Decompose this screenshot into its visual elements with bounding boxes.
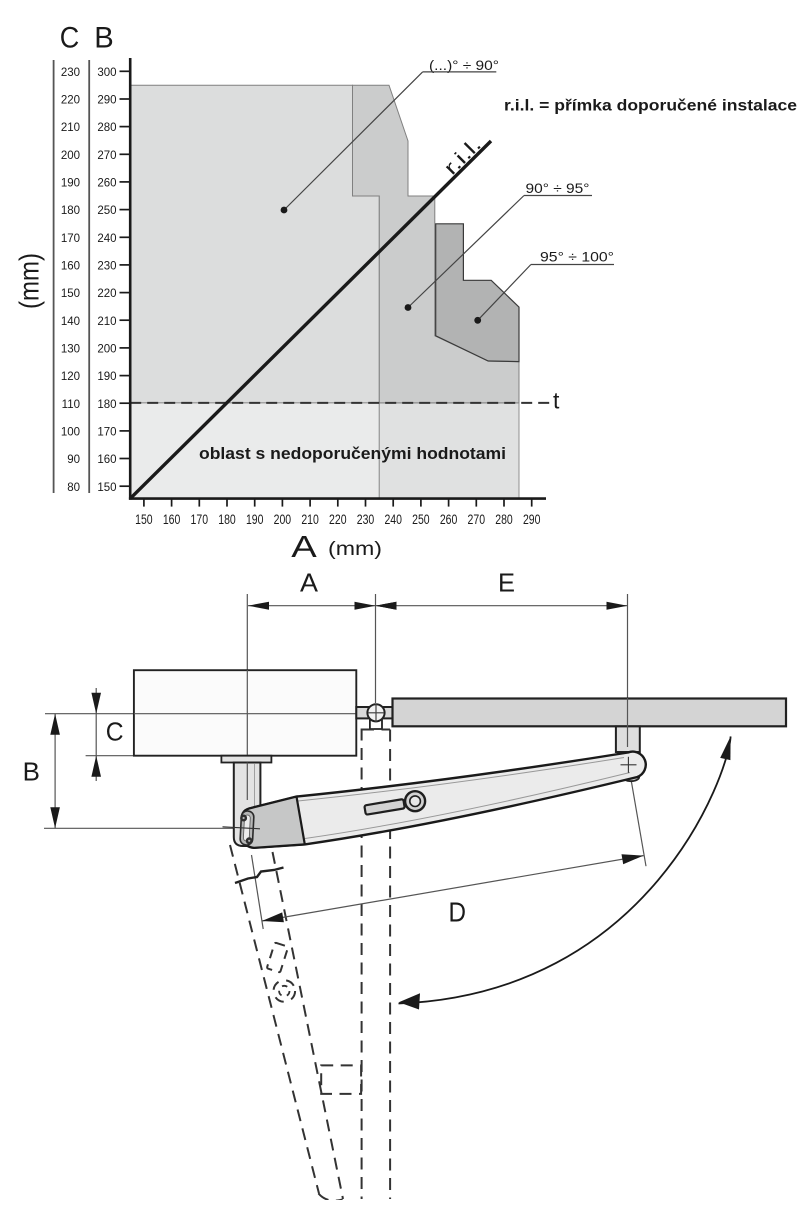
svg-text:oblast s nedoporučenými hodnot: oblast s nedoporučenými hodnotami — [199, 444, 506, 463]
svg-text:170: 170 — [61, 233, 80, 245]
svg-text:290: 290 — [523, 512, 541, 527]
svg-text:280: 280 — [495, 512, 513, 527]
svg-text:230: 230 — [357, 512, 375, 527]
svg-text:210: 210 — [97, 316, 116, 328]
svg-text:(...)° ÷ 90°: (...)° ÷ 90° — [429, 57, 499, 73]
svg-text:270: 270 — [97, 150, 116, 162]
svg-text:(mm): (mm) — [14, 253, 45, 309]
svg-text:280: 280 — [97, 122, 116, 134]
svg-text:130: 130 — [61, 344, 80, 356]
svg-text:200: 200 — [97, 344, 116, 356]
svg-text:150: 150 — [61, 288, 80, 300]
svg-text:t: t — [553, 388, 560, 414]
svg-text:250: 250 — [97, 205, 116, 217]
svg-text:150: 150 — [97, 482, 116, 494]
svg-text:260: 260 — [97, 178, 116, 190]
svg-text:(mm): (mm) — [328, 539, 382, 560]
svg-text:230: 230 — [61, 67, 80, 79]
svg-text:240: 240 — [384, 512, 402, 527]
svg-text:D: D — [448, 897, 466, 928]
svg-text:190: 190 — [61, 178, 80, 190]
svg-text:90° ÷ 95°: 90° ÷ 95° — [526, 180, 590, 196]
svg-text:170: 170 — [97, 427, 116, 439]
svg-text:A: A — [300, 568, 319, 598]
svg-text:110: 110 — [62, 399, 80, 411]
svg-text:160: 160 — [61, 261, 80, 273]
svg-text:270: 270 — [468, 512, 486, 527]
svg-text:B: B — [94, 22, 114, 55]
svg-text:240: 240 — [97, 233, 116, 245]
svg-text:C: C — [60, 22, 80, 55]
svg-text:95° ÷ 100°: 95° ÷ 100° — [540, 249, 614, 265]
svg-text:210: 210 — [301, 512, 319, 527]
svg-text:A: A — [291, 529, 317, 564]
svg-text:180: 180 — [218, 512, 236, 527]
svg-text:230: 230 — [97, 261, 116, 273]
svg-text:220: 220 — [61, 95, 80, 107]
svg-text:220: 220 — [329, 512, 347, 527]
svg-text:160: 160 — [97, 454, 116, 466]
svg-text:180: 180 — [97, 399, 116, 411]
svg-text:r.i.l. = přímka doporučené ins: r.i.l. = přímka doporučené instalace — [504, 98, 797, 115]
svg-text:90: 90 — [67, 454, 80, 466]
svg-text:140: 140 — [61, 316, 80, 328]
svg-text:210: 210 — [61, 122, 80, 134]
svg-text:290: 290 — [97, 95, 116, 107]
svg-text:120: 120 — [61, 371, 80, 383]
svg-text:200: 200 — [61, 150, 80, 162]
svg-text:220: 220 — [97, 288, 116, 300]
svg-text:80: 80 — [67, 482, 80, 494]
svg-text:150: 150 — [135, 512, 153, 527]
svg-text:250: 250 — [412, 512, 430, 527]
svg-text:300: 300 — [97, 67, 116, 79]
svg-text:160: 160 — [163, 512, 181, 527]
svg-text:100: 100 — [61, 427, 80, 439]
svg-text:C: C — [106, 717, 124, 747]
svg-text:E: E — [498, 568, 515, 598]
svg-text:170: 170 — [191, 512, 209, 527]
svg-text:190: 190 — [97, 371, 116, 383]
svg-text:190: 190 — [246, 512, 264, 527]
svg-text:180: 180 — [61, 205, 80, 217]
svg-text:200: 200 — [274, 512, 292, 527]
svg-text:260: 260 — [440, 512, 458, 527]
svg-text:B: B — [23, 756, 40, 786]
